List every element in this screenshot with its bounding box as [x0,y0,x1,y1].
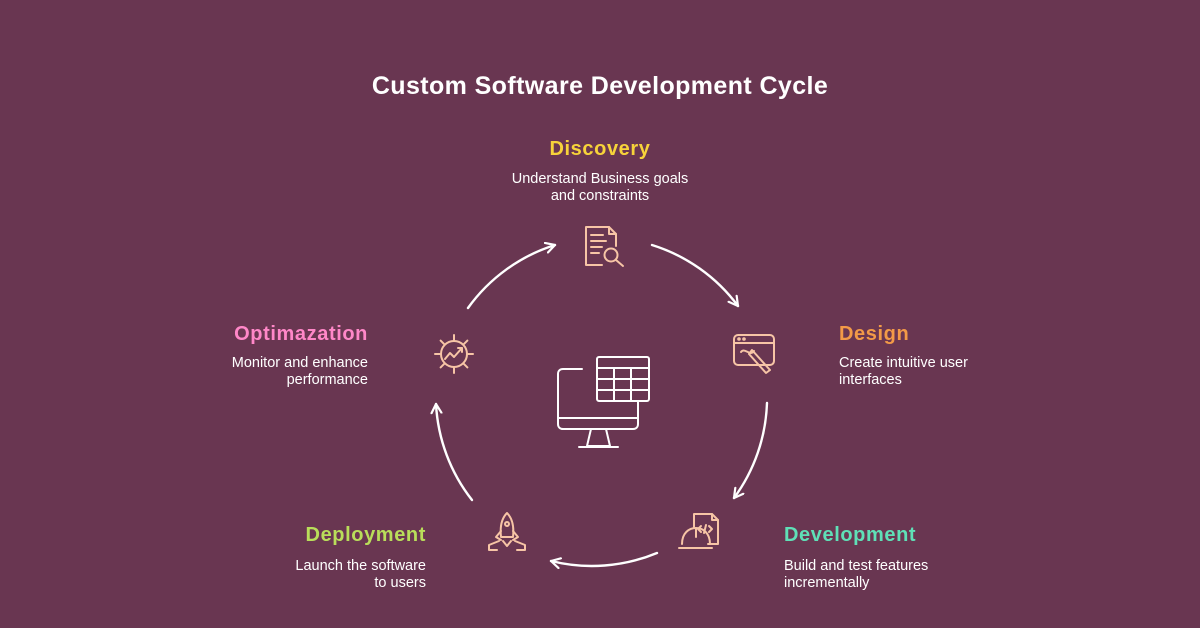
arrow-discovery-to-design [650,243,740,308]
design-tablet-pen-icon [733,334,775,374]
deployment-description-line-1: Launch the software [295,558,426,574]
design-heading: Design [839,323,910,345]
design-description-line-1: Create intuitive user [839,355,968,371]
development-description-line-2: incrementally [784,575,870,591]
development-heading: Development [784,524,917,546]
arrow-development-to-deployment [549,551,659,566]
document-search-icon [585,226,624,267]
arrow-design-to-development [732,401,769,500]
design-description: Create intuitive user interfaces [839,355,968,389]
deployment-description-line-2: to users [374,575,426,591]
design-description-line-2: interfaces [839,372,902,388]
development-description: Build and test features incrementally [784,558,928,592]
development-description-line-1: Build and test features [784,558,929,574]
discovery-description-line-2: and constraints [550,188,650,204]
monitor-table-icon [557,356,650,448]
discovery-heading: Discovery [549,138,651,160]
arrow-optimization-to-discovery [466,245,557,310]
optimization-description: Monitor and enhance performance [168,355,368,389]
gear-chart-icon [434,334,474,374]
discovery-description-line-1: Understand Business goals [511,171,689,187]
discovery-description: Understand Business goals and constraint… [450,171,750,205]
optimization-heading: Optimazation [234,323,368,345]
rocket-icon [488,512,526,551]
arrow-deployment-to-optimization [436,402,474,502]
optimization-description-line-2: performance [286,372,368,388]
diagram-title: Custom Software Development Cycle [371,72,829,100]
optimization-description-line-1: Monitor and enhance [231,355,368,371]
deployment-description: Launch the software to users [226,558,426,592]
code-helmet-icon [678,513,719,549]
deployment-heading: Deployment [305,524,426,546]
